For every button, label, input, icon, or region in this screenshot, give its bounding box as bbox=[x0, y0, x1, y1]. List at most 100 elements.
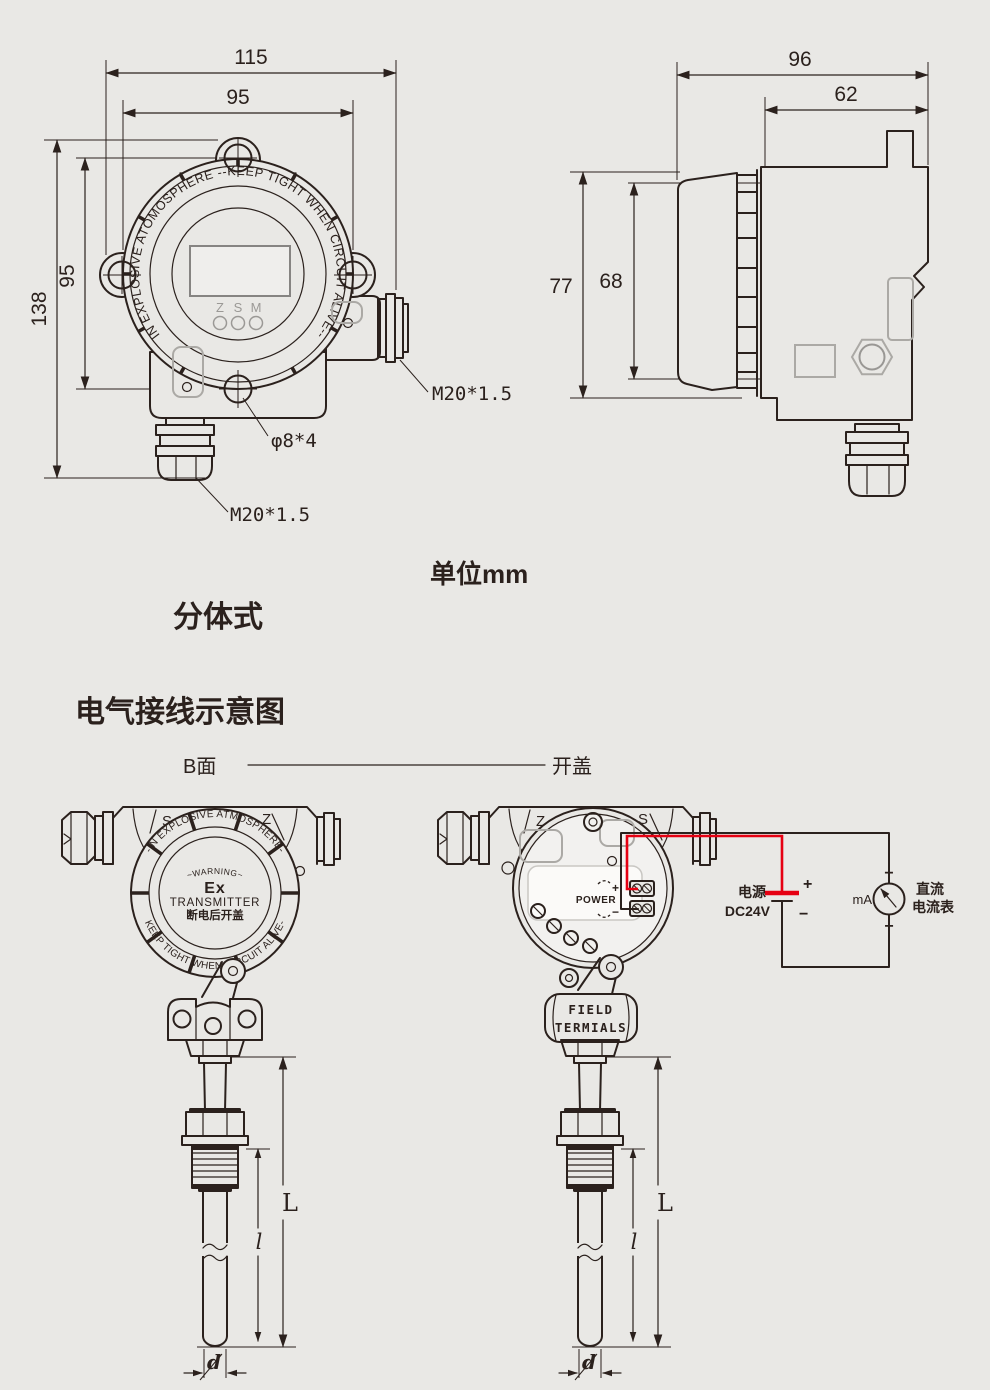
b-probe bbox=[182, 1040, 296, 1380]
zsm-buttons: Z S M bbox=[212, 300, 264, 331]
wiring-circuit: + − 电源 DC24V mA − + 直流 电流表 bbox=[620, 832, 955, 968]
open-dim-L: L bbox=[657, 1189, 673, 1217]
open-dim-l: l bbox=[631, 1230, 638, 1254]
power-label: POWER bbox=[576, 895, 617, 906]
detail-side-band bbox=[887, 277, 914, 341]
b-note-label: 断电后开盖 bbox=[186, 908, 244, 922]
small-hole bbox=[606, 855, 618, 867]
b-face-device: S Z -IN EXPLOSIVE ATMOSPHERE- KEEP TIGHT… bbox=[61, 806, 341, 1380]
button-z-label: Z bbox=[216, 300, 224, 315]
button-s bbox=[230, 315, 246, 331]
front-dim-width-total: 115 bbox=[105, 46, 397, 290]
field-terminals-line2: TERMIALS bbox=[555, 1020, 627, 1035]
top-screw-bore bbox=[588, 817, 598, 827]
battery-symbol bbox=[765, 890, 799, 902]
front-housing: IN EXPLOSIVE ATOMOSPHERE --KEEP TIGHT WH… bbox=[99, 137, 409, 481]
meter-plus: + bbox=[884, 918, 893, 935]
b-left-gland bbox=[61, 811, 114, 865]
front-dim-height-total: 138 bbox=[28, 139, 218, 479]
cover-detail-1 bbox=[519, 829, 563, 863]
open-pivot bbox=[559, 954, 624, 995]
field-screws bbox=[530, 903, 598, 954]
open-cover-caption: 开盖 bbox=[552, 755, 592, 778]
dim-95-horizontal: 95 bbox=[226, 86, 249, 109]
side-body bbox=[760, 130, 929, 421]
meter-unit: mA bbox=[853, 892, 873, 907]
mark-s: S bbox=[638, 811, 648, 828]
ammeter-needle bbox=[880, 888, 897, 908]
battery-plus: + bbox=[803, 876, 812, 893]
b-face-circle bbox=[158, 836, 272, 950]
cover-panel bbox=[677, 172, 738, 391]
captions: 单位mm 分体式 电气接线示意图 B面 开盖 bbox=[75, 559, 592, 778]
detail-hex-bore bbox=[858, 343, 886, 371]
b-bezel-wedges bbox=[131, 812, 299, 974]
b-right-gland bbox=[294, 812, 341, 877]
dim-68: 68 bbox=[599, 270, 622, 293]
pin-hole-left bbox=[181, 381, 193, 393]
front-view: 115 95 138 95 bbox=[28, 46, 512, 526]
side-bottom-gland bbox=[845, 423, 909, 497]
label-bottom-gland: M20*1.5 bbox=[230, 504, 310, 526]
detail-hex-nut bbox=[850, 338, 894, 376]
supply-name: 电源 bbox=[738, 884, 766, 900]
mark-s: S bbox=[162, 813, 172, 830]
b-dim-l: l bbox=[256, 1230, 263, 1254]
button-s-label: S bbox=[234, 300, 243, 315]
bezel-notches bbox=[123, 159, 353, 375]
label-mount-holes: φ8*4 bbox=[271, 430, 317, 452]
hinge-screw bbox=[501, 861, 515, 875]
label-side-gland: M20*1.5 bbox=[432, 383, 512, 405]
b-transmitter-label: TRANSMITTER bbox=[170, 897, 261, 909]
open-right-gland bbox=[692, 812, 717, 866]
open-cover-device: Z S POWER + − bbox=[437, 806, 717, 1380]
mount-holes bbox=[103, 139, 372, 408]
meter-name-line2: 电流表 bbox=[912, 899, 955, 915]
power-plus: + bbox=[612, 881, 619, 895]
dim-138: 138 bbox=[28, 291, 51, 326]
b-ex-label: Ex bbox=[204, 880, 226, 897]
open-dim-d: d bbox=[582, 1350, 596, 1374]
dim-77: 77 bbox=[549, 275, 572, 298]
detail-boss bbox=[794, 344, 836, 378]
meter-minus: − bbox=[884, 865, 893, 882]
front-bottom-gland bbox=[155, 417, 215, 481]
face-outer-circle bbox=[149, 185, 327, 363]
dim-96: 96 bbox=[788, 48, 811, 71]
wire-black-bottom bbox=[781, 900, 890, 968]
detail-reflection-left bbox=[172, 346, 204, 398]
front-side-gland bbox=[377, 293, 409, 363]
unit-label: 单位mm bbox=[430, 559, 528, 589]
meter-name-line1: 直流 bbox=[916, 881, 944, 897]
supply-value: DC24V bbox=[725, 903, 771, 919]
side-housing bbox=[677, 130, 929, 497]
wire-red bbox=[625, 834, 784, 891]
face-inner-circle bbox=[171, 207, 305, 341]
front-dim-width-holes: 95 bbox=[122, 86, 354, 250]
mark-z: Z bbox=[536, 813, 545, 830]
lcd-display bbox=[189, 245, 291, 297]
side-view: 96 62 77 68 bbox=[549, 48, 929, 497]
section-title: 电气接线示意图 bbox=[75, 695, 285, 729]
dim-62: 62 bbox=[834, 83, 857, 106]
top-screw bbox=[583, 812, 603, 832]
side-dim-depth-body: 62 bbox=[764, 83, 929, 170]
side-dim-height-total: 77 bbox=[549, 171, 742, 399]
dim-115: 115 bbox=[234, 46, 267, 69]
mark-z: Z bbox=[262, 811, 271, 828]
button-m bbox=[248, 315, 264, 331]
field-terminals-barrel: FIELD TERMIALS bbox=[544, 993, 638, 1043]
type-label: 分体式 bbox=[173, 601, 263, 634]
b-bracket bbox=[167, 998, 263, 1041]
open-left-gland bbox=[437, 811, 490, 865]
cooling-fins bbox=[736, 174, 758, 389]
ammeter bbox=[872, 882, 906, 916]
battery-minus: − bbox=[799, 906, 808, 923]
wire-black-top bbox=[620, 832, 890, 910]
b-dim-d: d bbox=[207, 1350, 221, 1374]
front-labels: M20*1.5 φ8*4 M20*1.5 bbox=[195, 359, 512, 526]
button-m-label: M bbox=[251, 300, 262, 315]
b-face-caption: B面 bbox=[183, 756, 216, 778]
power-minus: − bbox=[612, 905, 619, 919]
